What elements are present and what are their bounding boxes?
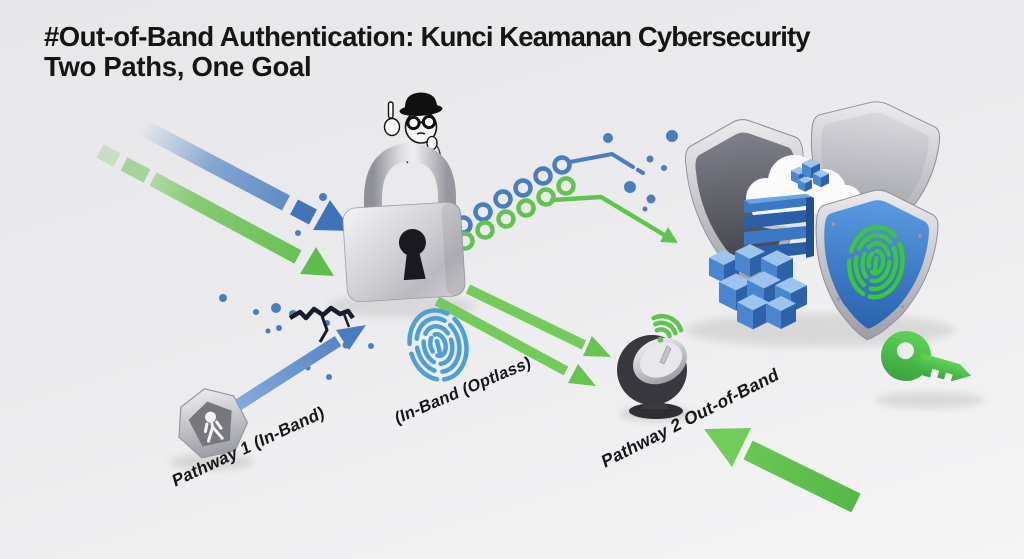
- circuit-green-arrow: [549, 194, 678, 243]
- satellite-dish-icon: [617, 335, 687, 419]
- dots-scatter: [219, 130, 678, 380]
- data-cubes-icon: [709, 244, 807, 330]
- circuit-line-blue: [568, 151, 645, 175]
- binary-rings-green: [455, 176, 576, 251]
- blue-inband-arrow: [138, 119, 352, 231]
- title-strong: #Out-of-Band Authentication:: [44, 21, 414, 52]
- padlock-icon: [342, 142, 466, 303]
- out-of-band-return-arrow: [704, 428, 861, 513]
- green-inband-arrow: [96, 144, 334, 276]
- page-title: #Out-of-Band Authentication: Kunci Keama…: [44, 21, 811, 52]
- user-badge-icon: [178, 388, 249, 459]
- fingerprint-shield-icon: [806, 184, 942, 346]
- title-rest: Kunci Keamanan Cybersecurity: [413, 21, 811, 52]
- key-icon: [881, 331, 972, 382]
- broken-crack-icon: [288, 305, 355, 343]
- green-parallel-arrows: [434, 284, 611, 386]
- wifi-signal-icon: [651, 314, 684, 343]
- binary-rings-blue: [453, 155, 572, 235]
- page-subtitle: Two Paths, One Goal: [44, 51, 312, 82]
